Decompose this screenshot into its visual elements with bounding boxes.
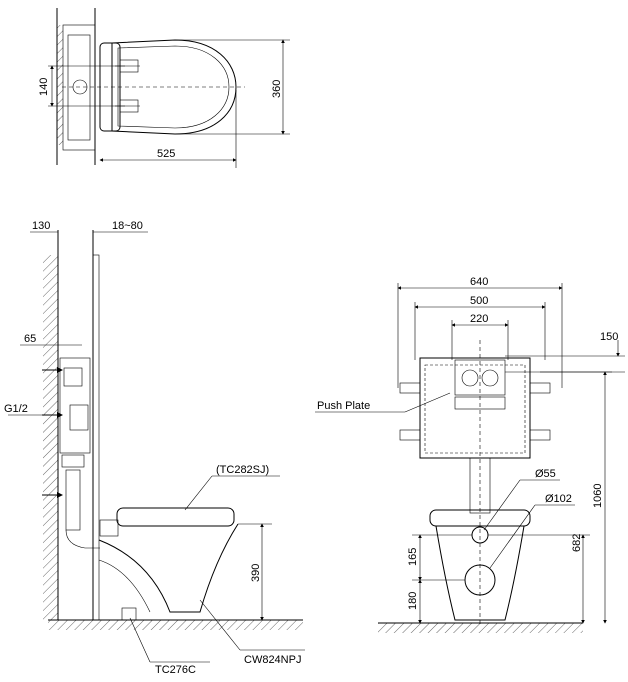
dim-220: 220 — [470, 313, 488, 325]
dim-130: 130 — [32, 220, 50, 232]
dim-140: 140 — [38, 78, 50, 96]
dim-360: 360 — [271, 80, 283, 98]
dim-18-80: 18~80 — [112, 220, 143, 232]
dim-1060: 1060 — [592, 484, 604, 508]
label-push-plate: Push Plate — [317, 400, 370, 412]
dim-150: 150 — [600, 331, 618, 343]
dim-180: 180 — [407, 592, 419, 610]
label-d55: Ø55 — [535, 468, 556, 480]
label-seat: (TC282SJ) — [216, 464, 269, 476]
label-fixing: TC276C — [155, 664, 196, 676]
dim-165: 165 — [407, 548, 419, 566]
dim-65: 65 — [24, 333, 36, 345]
label-g12: G1/2 — [4, 403, 28, 415]
dim-682: 682 — [571, 534, 583, 552]
dim-640: 640 — [470, 276, 488, 288]
front-view: 640 500 220 150 Push Plate 1060 682 — [315, 276, 625, 633]
label-bowl: CW824NPJ — [244, 654, 301, 666]
side-view: 130 18~80 65 G1/2 390 (TC282SJ) — [4, 220, 305, 676]
label-d102: Ø102 — [545, 493, 572, 505]
top-view: 140 360 525 — [38, 8, 290, 168]
dim-390: 390 — [250, 564, 262, 582]
dim-500: 500 — [470, 295, 488, 307]
dim-525: 525 — [157, 148, 175, 160]
